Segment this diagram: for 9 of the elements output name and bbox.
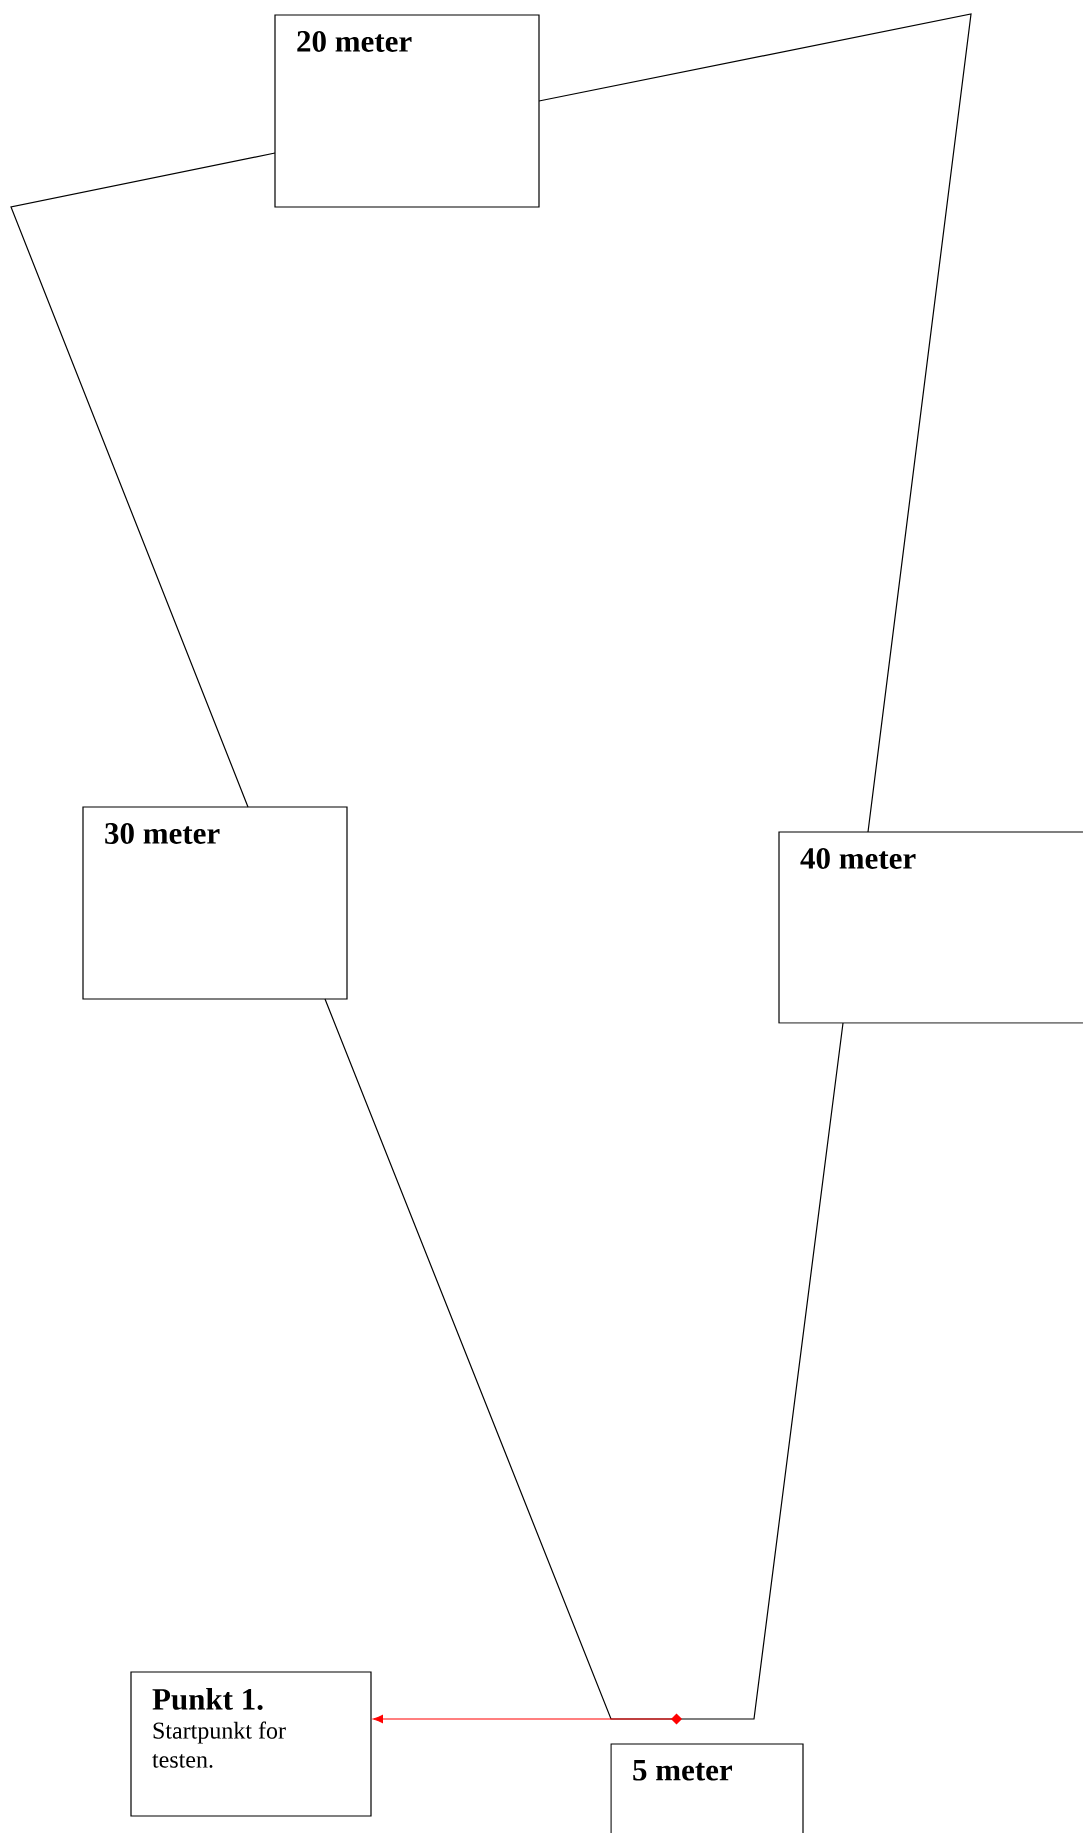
- connector-line: [10, 152, 276, 808]
- connector-line: [324, 998, 844, 1720]
- arrow: [372, 1713, 682, 1725]
- text-box: 5 meter: [610, 1743, 804, 1833]
- text-box: 40 meter: [778, 831, 1083, 1024]
- text-box: 20 meter: [274, 14, 540, 208]
- text-box: 30 meter: [82, 806, 348, 1000]
- text-box: Punkt 1. Startpunkt for testen.: [130, 1671, 372, 1817]
- connector-line: [538, 13, 972, 833]
